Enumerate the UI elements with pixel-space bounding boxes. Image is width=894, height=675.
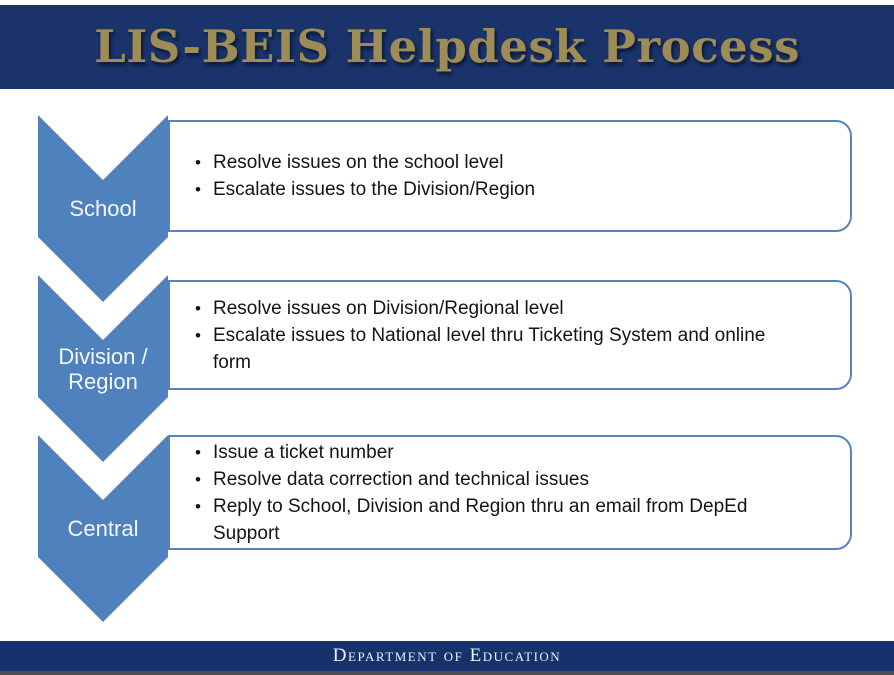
bullet-dot-icon: •	[195, 153, 201, 172]
footer-text: Department of Education	[332, 645, 562, 666]
bullet-dot-icon: •	[195, 496, 201, 516]
bullet-item: • Resolve issues on Division/Regional lev…	[192, 295, 786, 322]
bullet-item: • Issue a ticket number	[192, 439, 786, 466]
chevron-school-shape	[38, 115, 168, 302]
bullet-text: Resolve data correction and technical is…	[213, 468, 589, 490]
bullet-text: Reply to School, Division and Region thr…	[213, 495, 748, 544]
bullet-item: • Resolve issues on the school level	[192, 149, 786, 176]
bullet-text: Resolve issues on Division/Regional leve…	[213, 297, 564, 319]
chevron-label-central: Central	[67, 516, 139, 541]
bullet-text: Escalate issues to National level thru T…	[213, 324, 766, 373]
bullet-dot-icon: •	[195, 469, 201, 489]
bullet-text: Issue a ticket number	[213, 441, 394, 463]
chevron-label-school: School	[69, 196, 137, 221]
bullet-item: • Resolve data correction and technical i…	[192, 466, 786, 493]
page-title: LIS-BEIS Helpdesk Process	[94, 20, 800, 73]
header-band: LIS-BEIS Helpdesk Process	[0, 5, 894, 89]
chevron-central-shape	[38, 435, 168, 622]
bullet-dot-icon: •	[195, 298, 201, 318]
detail-box-central: • Issue a ticket number • Resolve data cor…	[168, 435, 852, 550]
bullet-dot-icon: •	[195, 180, 201, 199]
chevron-label-division: Division / Region	[58, 343, 148, 394]
detail-box-school: • Resolve issues on the school level • Esc…	[168, 120, 852, 232]
footer-band: Department of Education	[0, 641, 894, 671]
bullet-dot-icon: •	[195, 325, 201, 345]
bullet-dot-icon: •	[195, 442, 201, 462]
bullet-item: • Escalate issues to the Division/Region	[192, 176, 786, 203]
bullet-item: • Escalate issues to National level thru …	[192, 322, 786, 376]
bullet-text: Resolve issues on the school level	[213, 152, 504, 173]
bullet-item: • Reply to School, Division and Region th…	[192, 493, 786, 547]
bullet-list-school: • Resolve issues on the school level • Esc…	[192, 149, 786, 203]
bullet-text: Escalate issues to the Division/Region	[213, 179, 536, 200]
footer-strip	[0, 671, 894, 675]
bullet-list-central: • Issue a ticket number • Resolve data cor…	[192, 439, 786, 547]
bullet-list-division: • Resolve issues on Division/Regional lev…	[192, 295, 786, 376]
detail-box-division: • Resolve issues on Division/Regional lev…	[168, 280, 852, 390]
chevron-division-shape	[38, 275, 168, 462]
chevron-column	[38, 115, 168, 622]
